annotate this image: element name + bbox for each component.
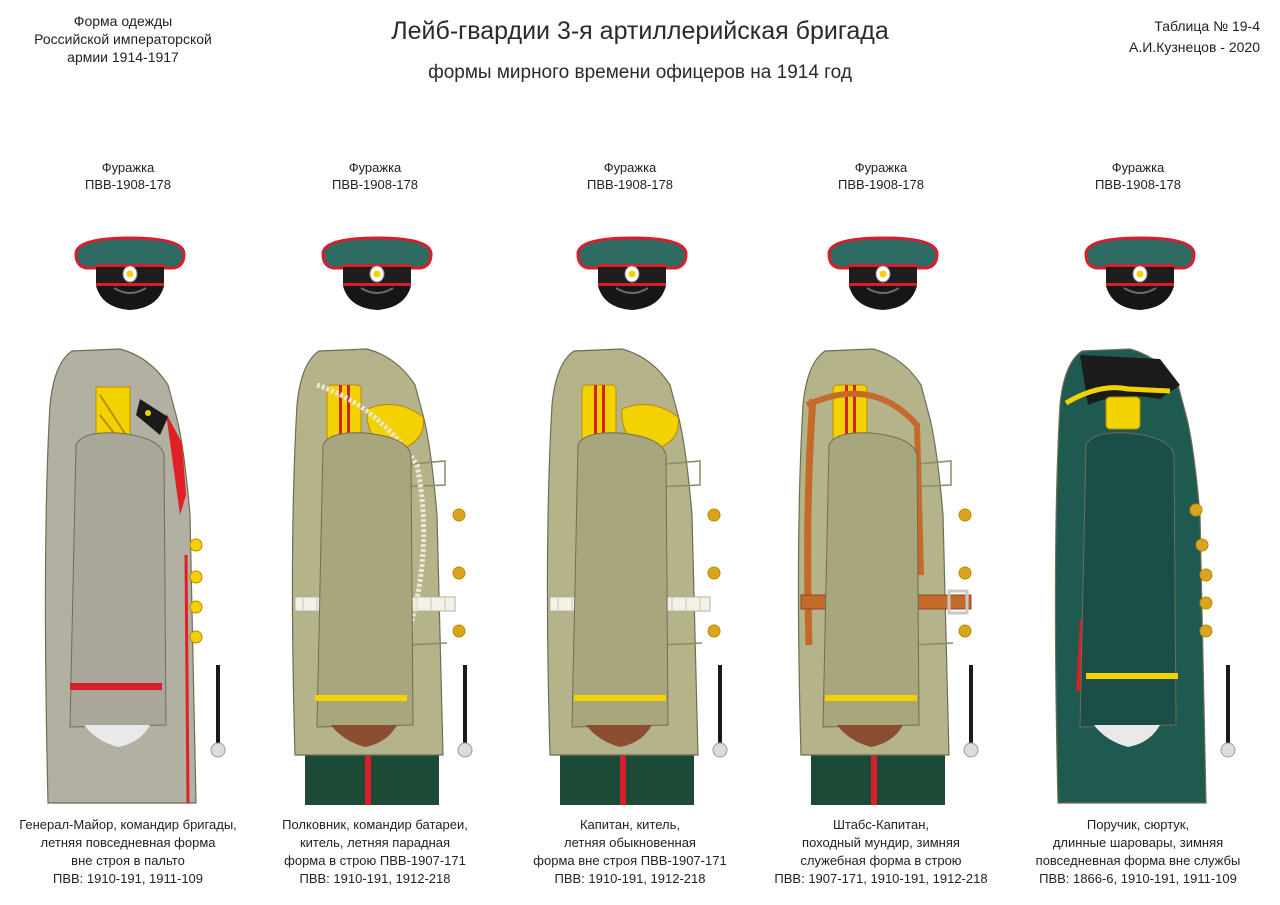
description-line: ПВВ: 1910-191, 1912-218	[554, 871, 706, 886]
peaked-cap-icon	[74, 236, 186, 310]
description-line: ПВВ: 1910-191, 1911-109	[52, 871, 204, 886]
uniform-column-general-major: Фуражка ПВВ-1908-178 Генерал-Майор, кома…	[0, 0, 256, 905]
series-caption-line: Российской императорской	[34, 31, 212, 47]
cap-label-line: ПВВ-1908-178	[838, 177, 924, 192]
cap-label-line: ПВВ-1908-178	[587, 177, 673, 192]
series-caption-line: армии 1914-1917	[67, 49, 179, 65]
uniform-description: Поручик, сюртук, длинные шаровары, зимняя…	[1010, 816, 1266, 888]
table-number: Таблица № 19-4	[1154, 18, 1260, 34]
uniform-description: Генерал-Майор, командир бригады, летняя п…	[0, 816, 256, 888]
description-line: длинные шаровары, зимняя	[1052, 835, 1224, 850]
cap-label-line: ПВВ-1908-178	[1095, 177, 1181, 192]
description-line: вне строя в пальто	[71, 853, 185, 868]
table-info: Таблица № 19-4 А.И.Кузнецов - 2020	[1050, 16, 1260, 58]
uniform-figure-tunic-aiguillette	[291, 348, 473, 805]
cap-label: Фуражка ПВВ-1908-178	[0, 159, 256, 193]
description-line: Капитан, китель,	[579, 817, 681, 832]
page-subtitle: формы мирного времени офицеров на 1914 г…	[428, 62, 852, 83]
uniform-figure-frock-coat	[1054, 348, 1236, 804]
description-line: ПВВ: 1910-191, 1912-218	[299, 871, 451, 886]
page-title: Лейб-гвардии 3-я артиллерийская бригада	[391, 17, 889, 45]
description-line: летняя обыкновенная	[564, 835, 696, 850]
description-line: повседневная форма вне службы	[1035, 853, 1241, 868]
description-line: ПВВ: 1866-6, 1910-191, 1911-109	[1039, 871, 1237, 886]
cap-label-line: Фуражка	[854, 160, 908, 175]
uniform-column-colonel: Фуражка ПВВ-1908-178 Полковник, командир…	[247, 0, 503, 905]
uniform-figure-tunic	[546, 348, 728, 805]
description-line: ПВВ: 1907-171, 1910-191, 1912-218	[774, 871, 988, 886]
series-caption-line: Форма одежды	[73, 13, 173, 29]
description-line: форма вне строя ПВВ-1907-171	[533, 853, 727, 868]
cap-label-line: Фуражка	[101, 160, 155, 175]
cap-label: Фуражка ПВВ-1908-178	[502, 159, 758, 193]
author-credit: А.И.Кузнецов - 2020	[1129, 39, 1260, 55]
cap-label: Фуражка ПВВ-1908-178	[247, 159, 503, 193]
title-block: Лейб-гвардии 3-я артиллерийская бригада …	[240, 14, 1040, 86]
description-line: летняя повседневная форма	[40, 835, 216, 850]
description-line: Штабс-Капитан,	[832, 817, 929, 832]
cap-label-line: Фуражка	[603, 160, 657, 175]
peaked-cap-icon	[1084, 236, 1196, 310]
cap-label-line: Фуражка	[348, 160, 402, 175]
description-line: форма в строю ПВВ-1907-171	[284, 853, 466, 868]
uniform-column-staff-captain: Фуражка ПВВ-1908-178 Штабс-Капитан, поход…	[753, 0, 1009, 905]
cap-label-line: ПВВ-1908-178	[85, 177, 171, 192]
series-caption: Форма одежды Российской императорской ар…	[18, 12, 228, 66]
description-line: Поручик, сюртук,	[1086, 817, 1190, 832]
uniform-description: Штабс-Капитан, походный мундир, зимняя слу…	[753, 816, 1009, 888]
uniform-description: Полковник, командир батареи, китель, летн…	[247, 816, 503, 888]
uniform-description: Капитан, китель, летняя обыкновенная форма…	[502, 816, 758, 888]
cap-label: Фуражка ПВВ-1908-178	[753, 159, 1009, 193]
description-line: китель, летняя парадная	[299, 835, 451, 850]
peaked-cap-icon	[827, 236, 939, 310]
uniform-figure-tunic-belts	[797, 348, 979, 805]
cap-label-line: ПВВ-1908-178	[332, 177, 418, 192]
uniform-column-captain: Фуражка ПВВ-1908-178 Капитан, китель, лет…	[502, 0, 758, 905]
uniform-figure-greatcoat	[44, 348, 226, 804]
peaked-cap-icon	[576, 236, 688, 310]
description-line: Генерал-Майор, командир бригады,	[19, 817, 237, 832]
description-line: Полковник, командир батареи,	[282, 817, 468, 832]
peaked-cap-icon	[321, 236, 433, 310]
cap-label: Фуражка ПВВ-1908-178	[1010, 159, 1266, 193]
description-line: походный мундир, зимняя	[802, 835, 960, 850]
description-line: служебная форма в строю	[800, 853, 962, 868]
cap-label-line: Фуражка	[1111, 160, 1165, 175]
uniform-column-lieutenant: Фуражка ПВВ-1908-178 Поручик, сюртук, дли…	[1010, 0, 1266, 905]
